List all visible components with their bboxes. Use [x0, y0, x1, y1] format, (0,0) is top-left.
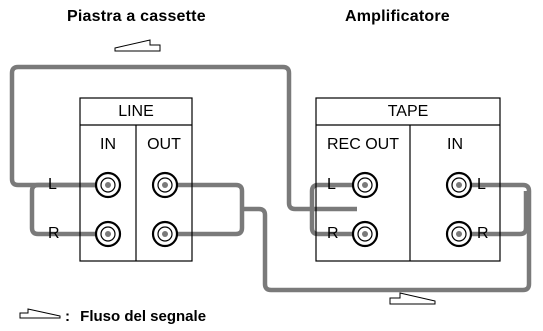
cable-left-in-loop [29, 182, 100, 237]
signal-arrow-left-icon [114, 39, 161, 52]
cable-amp-in-loop [459, 191, 529, 237]
tape-in-label: IN [447, 136, 463, 153]
tape-recout-r-label: R [327, 225, 339, 242]
tape-recout-l-label: L [327, 176, 336, 193]
jack-tape-in-r-icon[interactable] [445, 220, 473, 248]
legend-arrow-icon [19, 308, 61, 319]
jack-tape-recout-l-icon[interactable] [351, 171, 379, 199]
line-in-label: IN [100, 136, 116, 153]
cable-upper-loop [9, 64, 357, 212]
jack-line-out-r-icon[interactable] [151, 220, 179, 248]
line-r-label: R [48, 225, 60, 242]
line-l-label: L [48, 176, 57, 193]
tape-header: TAPE [387, 103, 429, 120]
line-header: LINE [118, 103, 154, 120]
tape-in-r-label: R [477, 225, 489, 242]
amplifier-title: Amplificatore [345, 8, 450, 25]
cassette-deck-title: Piastra a cassette [67, 8, 206, 25]
jack-line-out-l-icon[interactable] [151, 171, 179, 199]
tape-in-l-label: L [477, 176, 486, 193]
line-panel [79, 97, 193, 262]
tape-panel [315, 97, 501, 262]
jack-tape-in-l-icon[interactable] [445, 171, 473, 199]
jack-tape-recout-r-icon[interactable] [351, 220, 379, 248]
tape-recout-label: REC OUT [327, 136, 399, 153]
legend: : Fluso del segnale [65, 308, 206, 325]
legend-colon: : [65, 308, 70, 325]
cable-left-out-loop [170, 182, 245, 237]
jack-line-in-r-icon[interactable] [94, 220, 122, 248]
legend-text: Fluso del segnale [80, 308, 207, 325]
signal-arrow-right-icon [389, 292, 436, 305]
line-out-label: OUT [147, 136, 181, 153]
cable-lower-loop [242, 182, 532, 293]
jack-line-in-l-icon[interactable] [94, 171, 122, 199]
